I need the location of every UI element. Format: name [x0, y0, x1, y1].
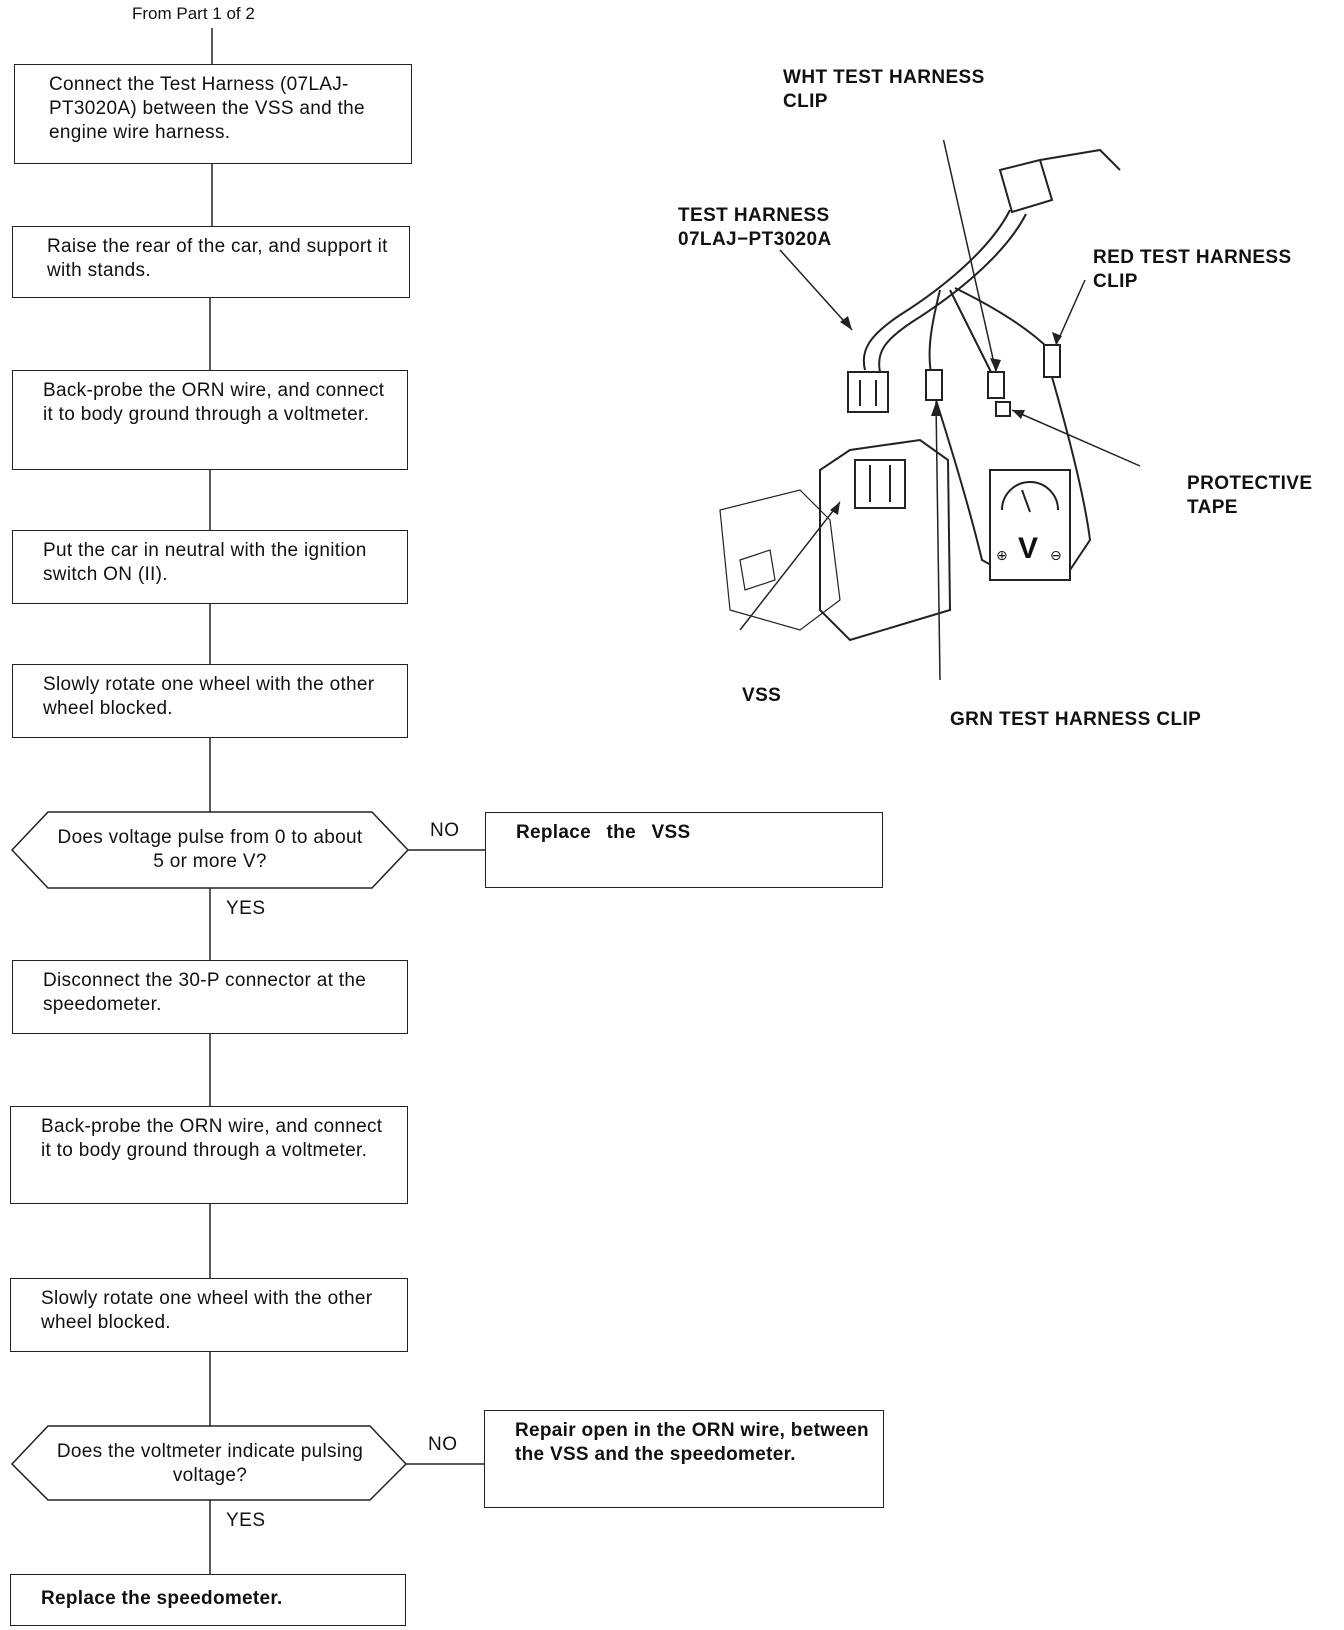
- label-test-harness: TEST HARNESS 07LAJ−PT3020A: [678, 205, 832, 250]
- decision-voltage-pulse: Does voltage pulse from 0 to about 5 or …: [57, 827, 363, 872]
- meter-v-symbol: V: [1018, 532, 1038, 565]
- label-protective-tape: PROTECTIVE TAPE: [1187, 473, 1313, 518]
- protective-tape-icon: [995, 401, 1011, 417]
- step-back-probe-orn-1: Back-probe the ORN wire, and connect it …: [12, 370, 408, 470]
- edge-label-no-1: NO: [430, 820, 460, 841]
- step-replace-speedometer: Replace the speedometer.: [10, 1574, 406, 1626]
- label-vss: VSS: [742, 685, 782, 706]
- top-connector-icon: [998, 158, 1054, 214]
- red-clip-icon: [1043, 344, 1061, 378]
- harness-cable: [862, 209, 1011, 371]
- step-disconnect-30p: Disconnect the 30-P connector at the spe…: [12, 960, 408, 1034]
- step-connect-test-harness: Connect the Test Harness (07LAJ-PT3020A)…: [14, 64, 412, 164]
- grn-clip-icon: [925, 369, 943, 401]
- step-raise-car: Raise the rear of the car, and support i…: [12, 226, 410, 298]
- from-part-label: From Part 1 of 2: [132, 4, 255, 23]
- step-rotate-wheel-2: Slowly rotate one wheel with the other w…: [10, 1278, 408, 1352]
- result-repair-open-orn: Repair open in the ORN wire, between the…: [484, 1410, 884, 1508]
- step-rotate-wheel-1: Slowly rotate one wheel with the other w…: [12, 664, 408, 738]
- step-neutral-ignition-on: Put the car in neutral with the ignition…: [12, 530, 408, 604]
- voltmeter-icon: [989, 469, 1071, 581]
- test-harness-illustration: V ⊕ ⊖: [719, 140, 1141, 681]
- label-grn-test-harness-clip: GRN TEST HARNESS CLIP: [950, 709, 1202, 730]
- decision-shape-2: [10, 1425, 408, 1501]
- edge-label-yes-2: YES: [226, 1510, 266, 1531]
- vss-body-icon: [819, 438, 952, 642]
- harness-connector-icon: [847, 371, 889, 413]
- result-replace-vss: Replace the VSS: [485, 812, 883, 888]
- edge-label-yes-1: YES: [226, 898, 266, 919]
- decision-pulsing-voltage: Does the voltmeter indicate pulsing volt…: [56, 1441, 364, 1486]
- edge-label-no-2: NO: [428, 1434, 458, 1455]
- meter-plus-symbol: ⊕: [996, 548, 1008, 564]
- step-back-probe-orn-2: Back-probe the ORN wire, and connect it …: [10, 1106, 408, 1204]
- decision-shape-1: [10, 811, 410, 889]
- meter-minus-symbol: ⊖: [1050, 548, 1062, 564]
- label-wht-test-harness-clip: WHT TEST HARNESS CLIP: [783, 67, 985, 112]
- wht-clip-icon: [987, 371, 1005, 399]
- label-red-test-harness-clip: RED TEST HARNESS CLIP: [1093, 247, 1292, 292]
